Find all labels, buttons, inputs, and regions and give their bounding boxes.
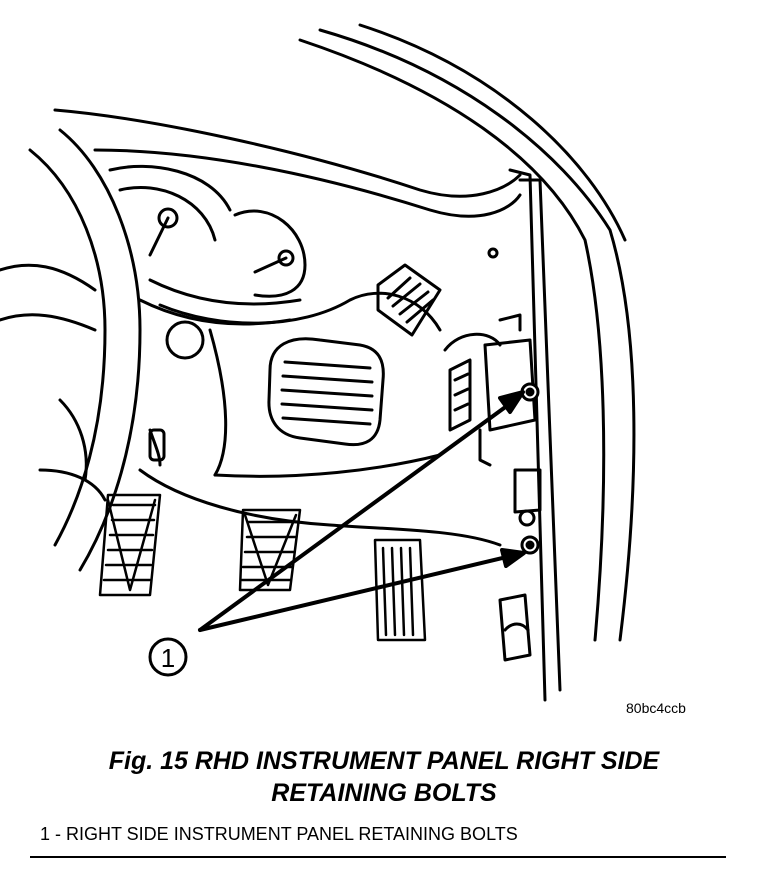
callout-arrows <box>198 390 526 632</box>
windshield-pillar <box>298 23 636 642</box>
retaining-bolts <box>520 382 540 555</box>
callout-1: 1 <box>148 637 188 677</box>
caption-line-1: Fig. 15 RHD INSTRUMENT PANEL RIGHT SIDE <box>108 747 660 775</box>
upper-vent <box>376 263 442 337</box>
divider <box>30 856 726 858</box>
instrument-panel-illustration: 1 <box>0 23 636 702</box>
dashboard-top <box>53 108 522 259</box>
lower-dash <box>138 291 502 547</box>
caption-line-2: RETAINING BOLTS <box>271 779 497 807</box>
legend-item: 1 - RIGHT SIDE INSTRUMENT PANEL RETAININ… <box>40 824 518 844</box>
center-air-vent <box>267 337 385 447</box>
figure-id: 80bc4ccb <box>626 700 686 716</box>
figure-caption: Fig. 15 RHD INSTRUMENT PANEL RIGHT SIDE … <box>0 745 768 809</box>
pedals <box>98 493 427 642</box>
gauge-cluster <box>108 164 307 326</box>
side-panel <box>443 168 562 702</box>
callout-number: 1 <box>161 643 175 673</box>
